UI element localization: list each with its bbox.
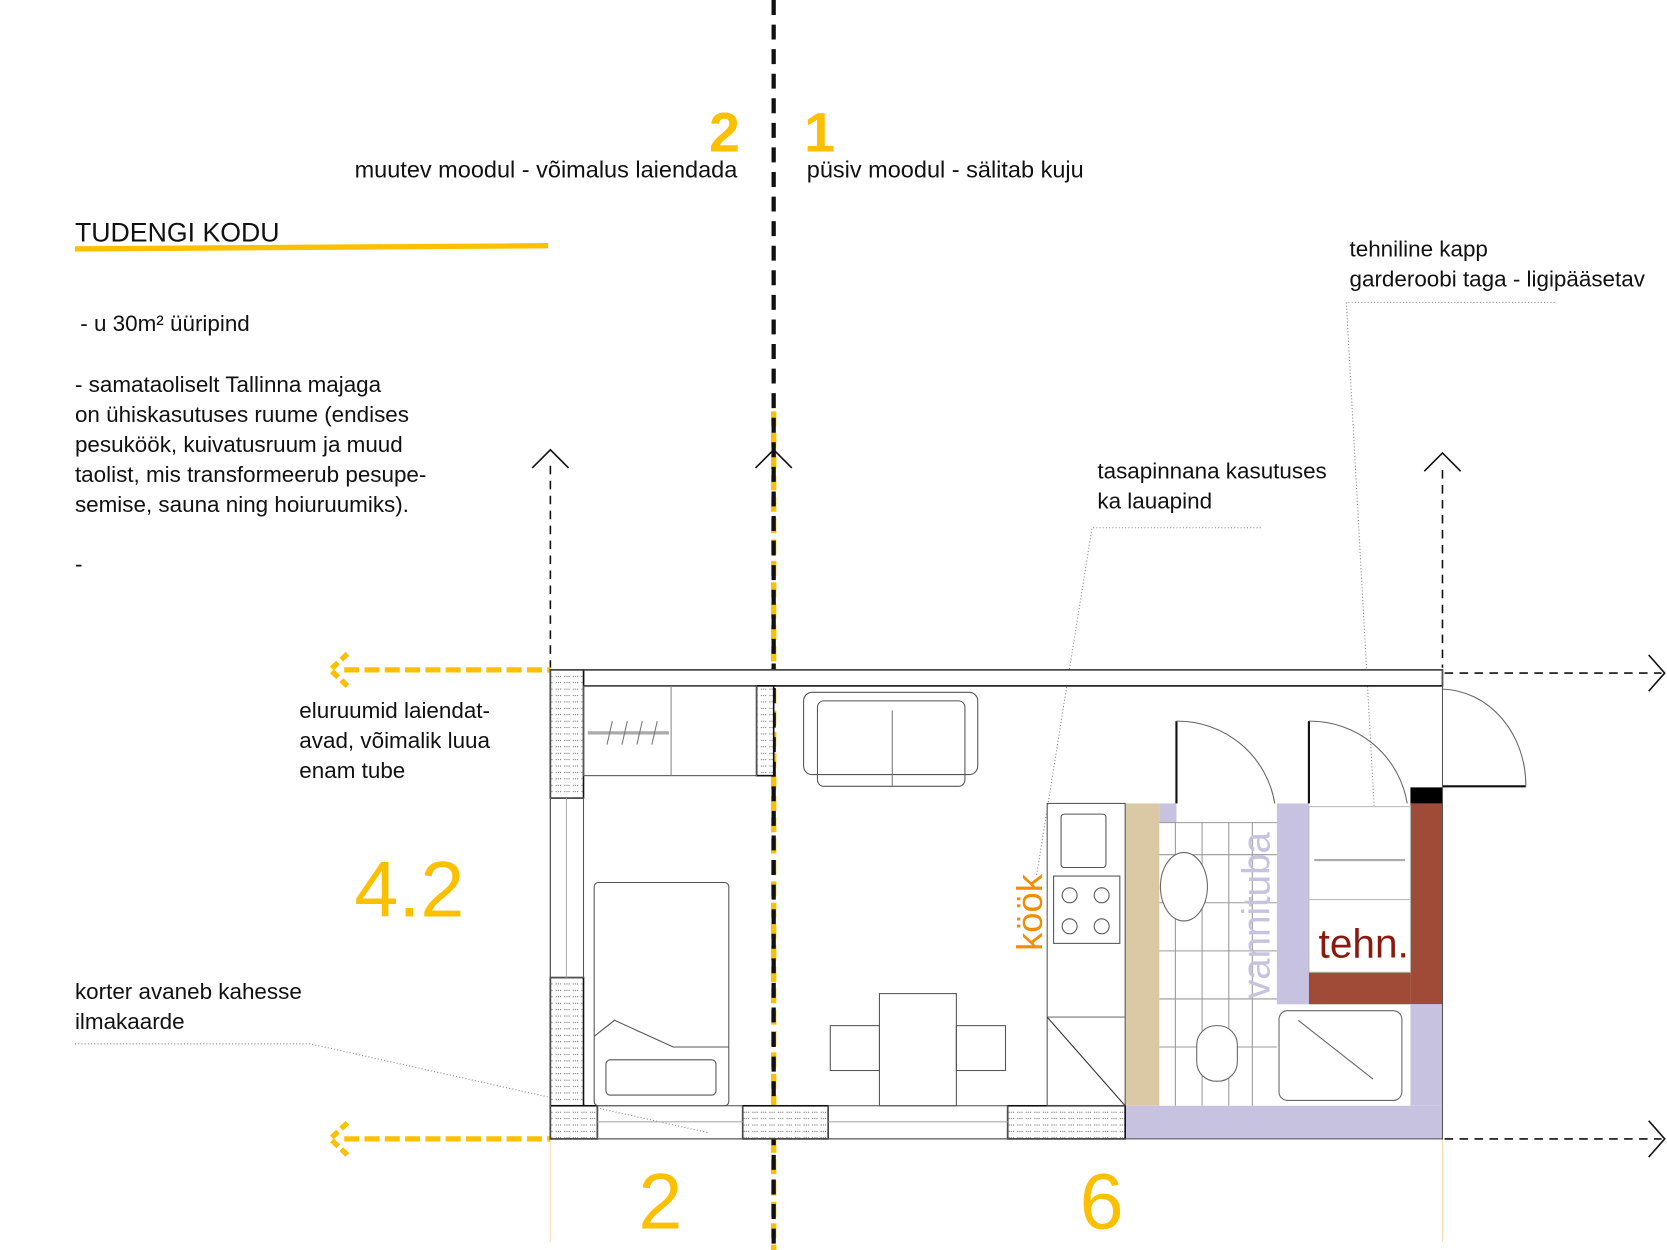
module-1-label: püsiv moodul - sälitab kuju xyxy=(807,156,1084,182)
wall-corner xyxy=(1410,787,1443,804)
annotation-expandable: avad, võimalik luua xyxy=(299,728,490,753)
annotation-orientation: ilmakaarde xyxy=(75,1009,185,1034)
technical-wall xyxy=(1410,803,1443,1005)
expand-arrow-top xyxy=(326,651,551,688)
up-arrow-right xyxy=(1423,451,1462,668)
module-2-number: 2 xyxy=(709,102,740,164)
door xyxy=(1175,688,1527,804)
bathroom-wall xyxy=(1410,1004,1443,1106)
page-title: TUDENGI KODU xyxy=(75,217,280,247)
technical-wall xyxy=(1308,972,1411,1005)
annotation-orientation: korter avaneb kahesse xyxy=(75,979,302,1004)
module-1-number: 1 xyxy=(804,102,835,164)
leader-line xyxy=(74,1043,708,1134)
right-arrow-bottom xyxy=(1444,1120,1666,1158)
up-arrow-center xyxy=(754,448,793,469)
leader-line xyxy=(1345,301,1555,845)
bathroom-wall xyxy=(1125,1105,1443,1139)
bathroom-wall xyxy=(1276,803,1309,1005)
sofa xyxy=(803,691,979,787)
note-line: pesuköök, kuivatusruum ja muud xyxy=(75,432,403,457)
title-underline xyxy=(74,243,549,252)
bathroom-wall xyxy=(1159,803,1177,823)
up-arrow-left xyxy=(531,448,570,668)
note-area: - u 30m² üüripind xyxy=(80,311,250,336)
technical-room xyxy=(1308,806,1411,973)
annotation-technical-cabinet: garderoobi taga - ligipääsetav xyxy=(1350,266,1646,291)
counter-strip xyxy=(1125,803,1160,1106)
dimension-width-module-1: 6 xyxy=(1080,1157,1124,1246)
note-empty-bullet: - xyxy=(75,552,82,577)
annotation-technical-cabinet: tehniline kapp xyxy=(1350,236,1488,261)
module-2-label: muutev moodul - võimalus laiendada xyxy=(355,156,739,182)
note-line: semise, sauna ning hoiuruumiks). xyxy=(75,492,409,517)
dimension-width-module-2: 2 xyxy=(638,1157,682,1246)
bathroom xyxy=(1159,822,1403,1106)
annotation-expandable: enam tube xyxy=(299,758,405,783)
room-label-bathroom: vannituba xyxy=(1235,832,1278,999)
right-arrow-top xyxy=(1444,654,1666,692)
dimension-depth: 4.2 xyxy=(354,845,464,934)
annotation-expandable: eluruumid laiendat- xyxy=(299,698,490,723)
annotation-countertop: tasapinnana kasutuses xyxy=(1097,459,1326,484)
annotation-countertop: ka lauapind xyxy=(1097,489,1212,514)
note-line: taolist, mis transformeerub pesupe- xyxy=(75,462,426,487)
kitchen-counter xyxy=(1046,802,1126,1107)
room-label-technical: tehn. xyxy=(1319,920,1409,966)
note-line: - samataoliselt Tallinna majaga xyxy=(75,372,382,397)
expand-arrow-bottom xyxy=(326,1120,551,1157)
floor-plan xyxy=(549,669,1527,1140)
dining-table xyxy=(829,993,1007,1107)
room-label-kitchen: köök xyxy=(1009,873,1050,951)
note-line: on ühiskasutuses ruume (endises xyxy=(75,402,409,427)
bed xyxy=(593,881,730,1107)
leader-line xyxy=(1035,527,1261,877)
